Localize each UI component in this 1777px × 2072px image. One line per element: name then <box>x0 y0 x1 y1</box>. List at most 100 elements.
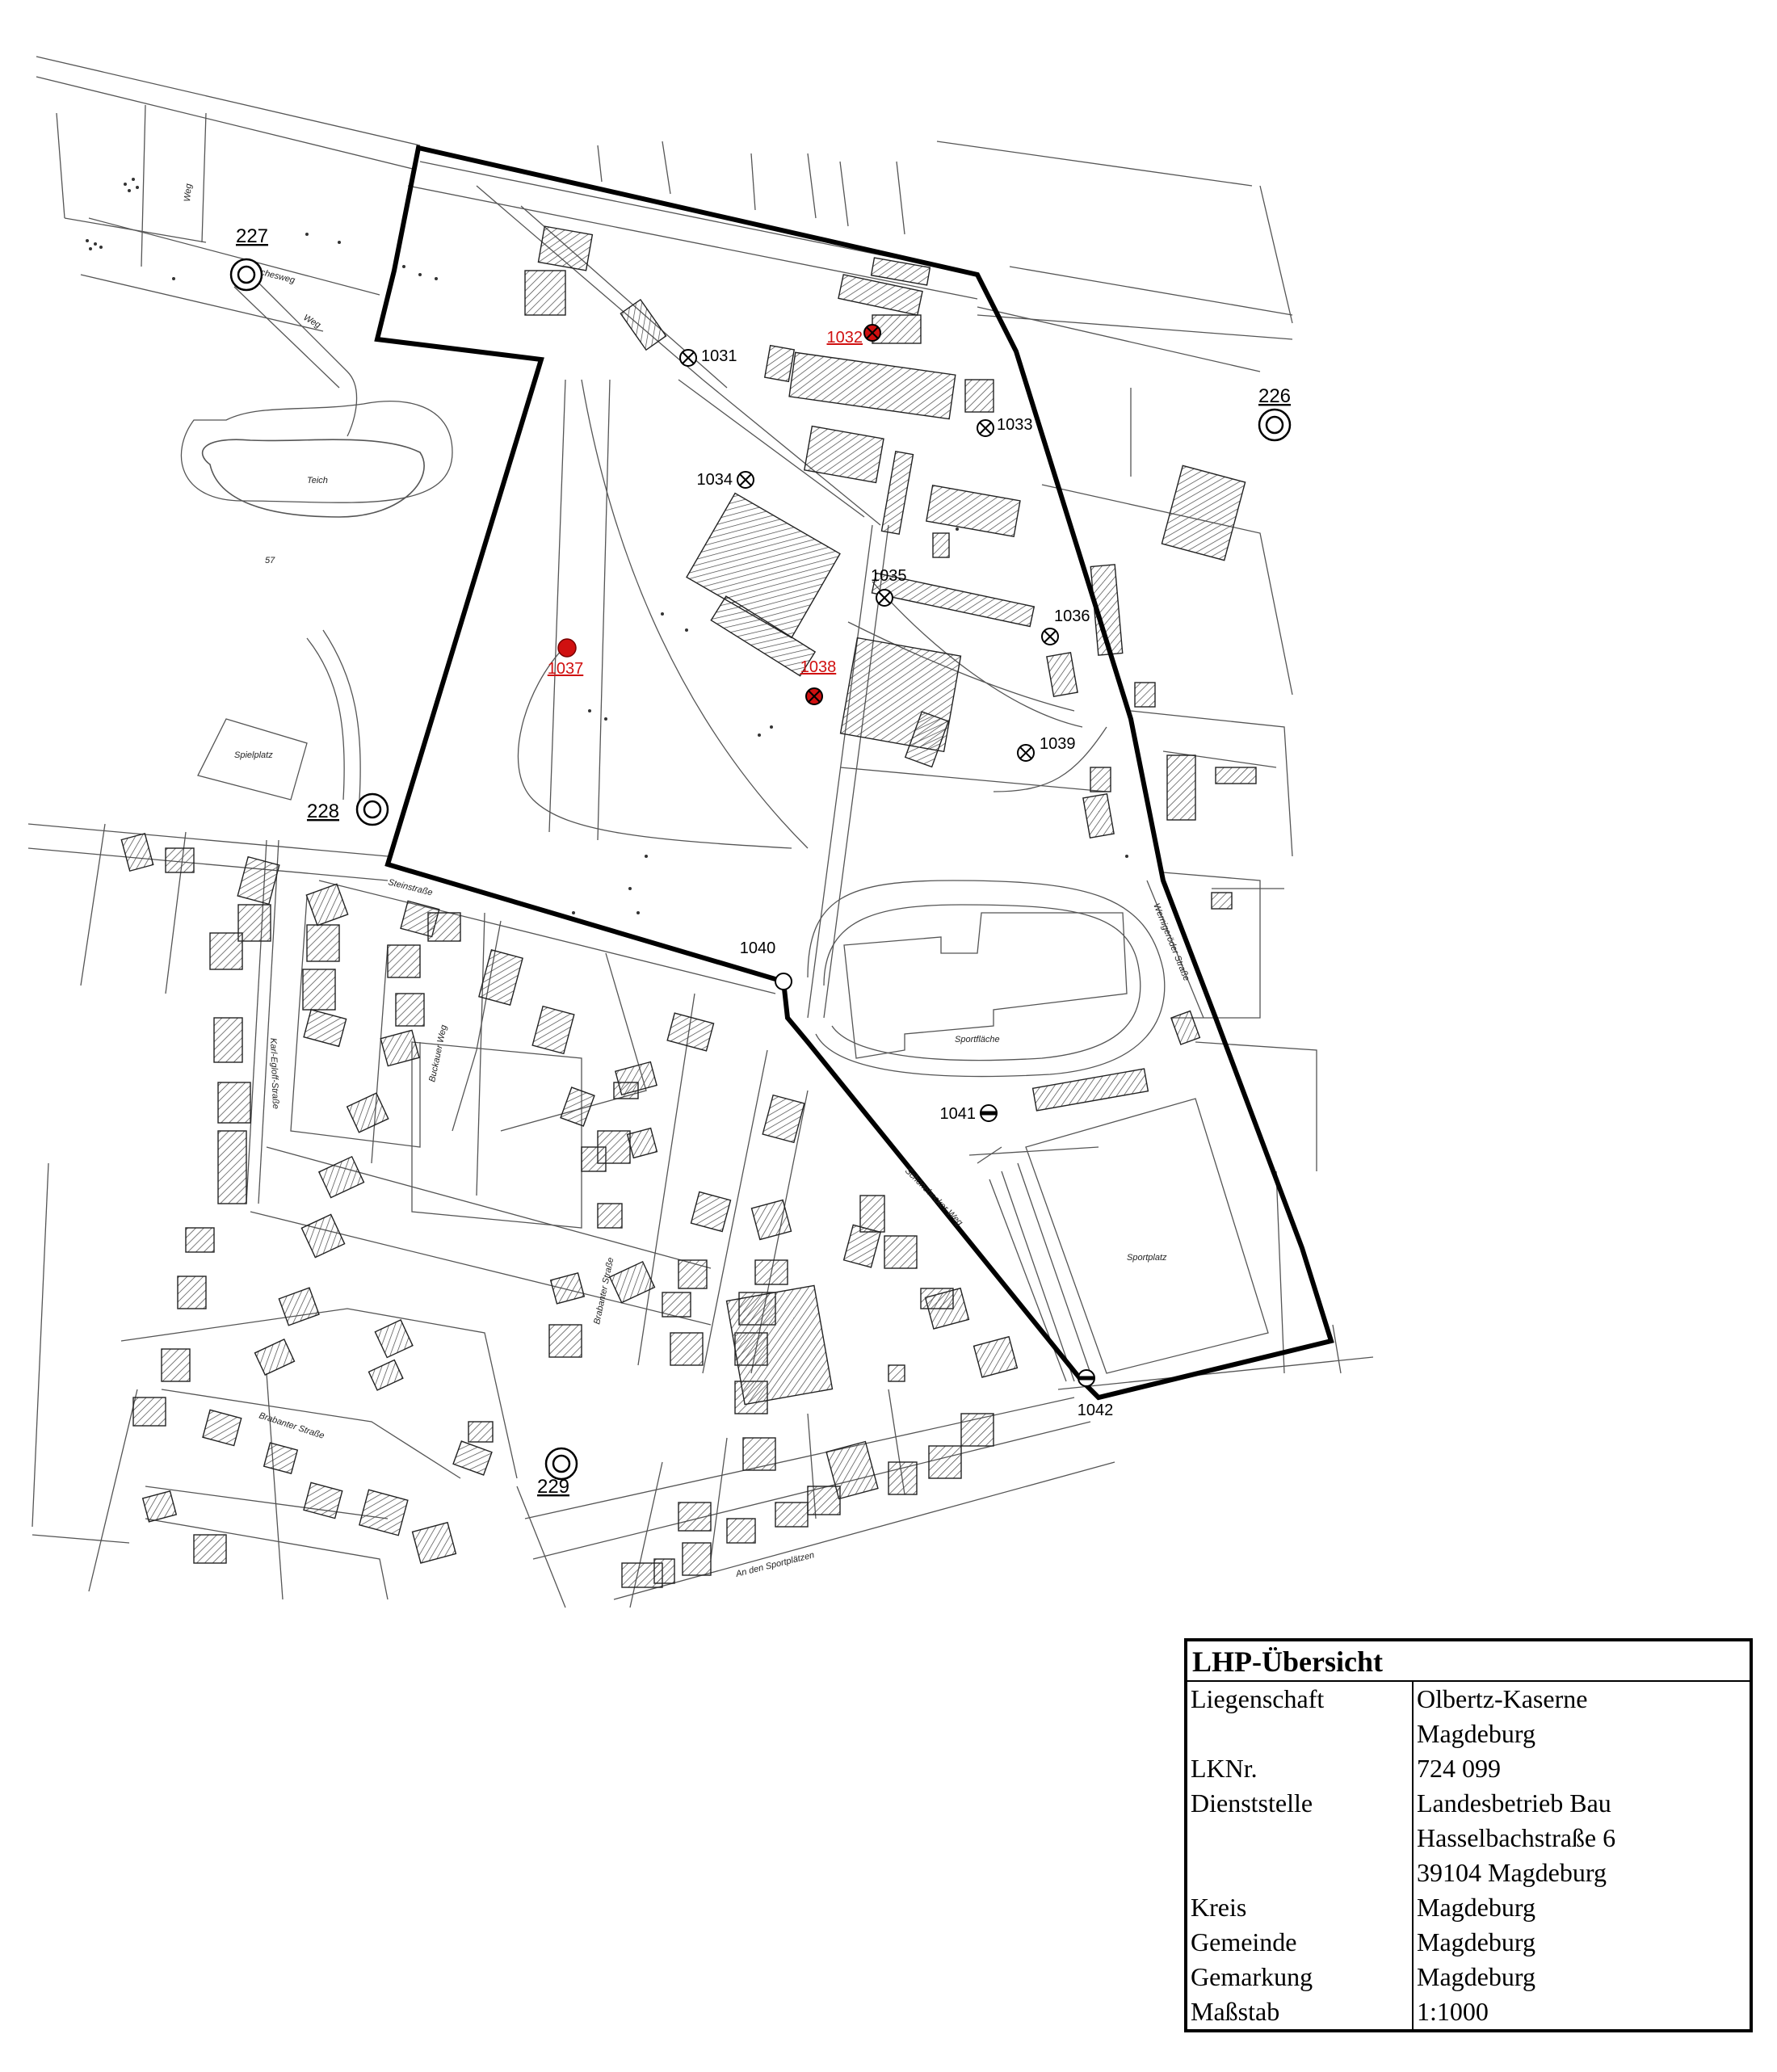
measurement-point: 1034 <box>697 471 754 489</box>
open-point-icon <box>775 973 792 990</box>
reference-point-icon <box>1258 408 1292 442</box>
cross-stroke <box>739 473 752 486</box>
reference-point-label: 226 <box>1258 385 1291 407</box>
legend-key: LKNr. <box>1187 1751 1414 1786</box>
buildings <box>120 225 1257 1588</box>
point-label: 1034 <box>697 471 733 489</box>
legend-key: Maßstab <box>1187 1994 1414 2029</box>
measurement-point: 1031 <box>679 347 737 367</box>
measurement-point: 1037 <box>548 638 584 678</box>
legend-row: 39104 Magdeburg <box>1187 1856 1750 1890</box>
legend-key <box>1187 1717 1414 1751</box>
measurement-point: 1032 <box>827 324 881 347</box>
legend-value: 724 099 <box>1417 1754 1501 1783</box>
cadastral-lines <box>27 56 1374 1608</box>
point-label: 1037 <box>548 660 584 678</box>
cross-stroke <box>866 326 879 339</box>
legend-row: LKNr.724 099 <box>1187 1751 1750 1786</box>
legend-value: 1:1000 <box>1417 1997 1489 2026</box>
site-map: Sportfläche Sportplatz Teich 57 Spielpla… <box>27 56 1374 1608</box>
legend-key: Liegenschaft <box>1187 1682 1414 1717</box>
reference-point: 227 <box>229 225 268 292</box>
sportplatz-label: Sportplatz <box>1127 1253 1167 1263</box>
legend-value: Magdeburg <box>1417 1893 1535 1922</box>
legend-row: Hasselbachstraße 6 <box>1187 1821 1750 1856</box>
reference-point-icon <box>229 258 263 292</box>
reference-point-inner <box>363 800 382 819</box>
reference-point-inner <box>237 265 256 284</box>
reference-point-inner <box>552 1454 571 1473</box>
legend-row: Magdeburg <box>1187 1717 1750 1751</box>
reference-point: 226 <box>1258 385 1292 442</box>
point-label: 1036 <box>1054 607 1090 625</box>
legend-key: Dienststelle <box>1187 1786 1414 1821</box>
site-boundary <box>374 145 1334 1401</box>
steinstrasse-label: Steinstraße <box>387 877 433 897</box>
an-den-sportplaetzen-label: An den Sportplätzen <box>734 1550 816 1579</box>
legend-key: Kreis <box>1187 1890 1414 1925</box>
minus-bar <box>1078 1376 1094 1381</box>
weg-label: Weg <box>183 183 194 202</box>
reference-point-icon <box>355 792 389 826</box>
point-label: 1035 <box>871 567 907 585</box>
measurement-point: 1039 <box>1017 735 1076 762</box>
point-label: 1038 <box>800 658 837 676</box>
legend-value: Olbertz-Kaserne <box>1417 1684 1588 1713</box>
brabanter-strasse-2-label: Brabanter Straße <box>592 1257 615 1326</box>
legend-value: 39104 Magdeburg <box>1417 1858 1607 1887</box>
cross-stroke <box>1044 630 1057 643</box>
detail-marks <box>86 178 1128 914</box>
measurement-point: 1042 <box>1078 1369 1113 1419</box>
point-label: 1040 <box>740 939 776 957</box>
legend-key: Gemarkung <box>1187 1960 1414 1994</box>
measurement-point: 1035 <box>871 567 907 607</box>
buckauer-weg-label: Buckauer Weg <box>427 1023 449 1083</box>
point-dot-icon <box>557 638 577 658</box>
reference-point-icon <box>544 1447 578 1481</box>
point-label: 1033 <box>997 416 1033 434</box>
measurement-point: 1036 <box>1041 607 1090 645</box>
weg-label-2: Weg <box>302 313 323 330</box>
legend-value: Magdeburg <box>1417 1719 1535 1748</box>
teich-label: Teich <box>307 476 328 485</box>
reference-point-label: 227 <box>236 225 268 247</box>
cross-stroke <box>1019 746 1032 759</box>
cross-stroke <box>878 591 891 604</box>
point-label: 1032 <box>827 329 863 347</box>
reference-point: 229 <box>537 1447 578 1498</box>
cross-stroke <box>682 351 695 364</box>
brabanter-strasse-label: Brabanter Straße <box>258 1410 326 1440</box>
reference-point-label: 229 <box>537 1476 569 1498</box>
measurement-point: 1033 <box>977 416 1033 437</box>
cross-stroke <box>808 690 821 703</box>
cross-stroke <box>979 422 992 435</box>
measurement-point: 1040 <box>740 939 792 990</box>
point-label: 1031 <box>701 347 737 365</box>
spielplatz-label: Spielplatz <box>234 750 273 760</box>
legend-key: Gemeinde <box>1187 1925 1414 1960</box>
legend-title: LHP-Übersicht <box>1187 1641 1750 1682</box>
legend-value: Landesbetrieb Bau <box>1417 1788 1611 1818</box>
legend-value: Magdeburg <box>1417 1962 1535 1991</box>
sportflaeche-label: Sportfläche <box>955 1035 1000 1044</box>
reference-point-inner <box>1265 415 1284 435</box>
point-label: 1039 <box>1040 735 1076 753</box>
parcel-number: 57 <box>265 556 275 565</box>
schoenebecker-weg-label: Schönebecker Weg <box>903 1166 965 1229</box>
measurement-point: 1038 <box>800 658 837 705</box>
karl-strasse-label: Karl-Egloff-Straße <box>268 1038 280 1109</box>
point-label: 1041 <box>940 1105 977 1123</box>
legend-value: Magdeburg <box>1417 1927 1535 1956</box>
legend-key <box>1187 1856 1414 1890</box>
measurement-point: 1041 <box>940 1104 998 1123</box>
weg-label-3: chesweg <box>259 267 296 285</box>
